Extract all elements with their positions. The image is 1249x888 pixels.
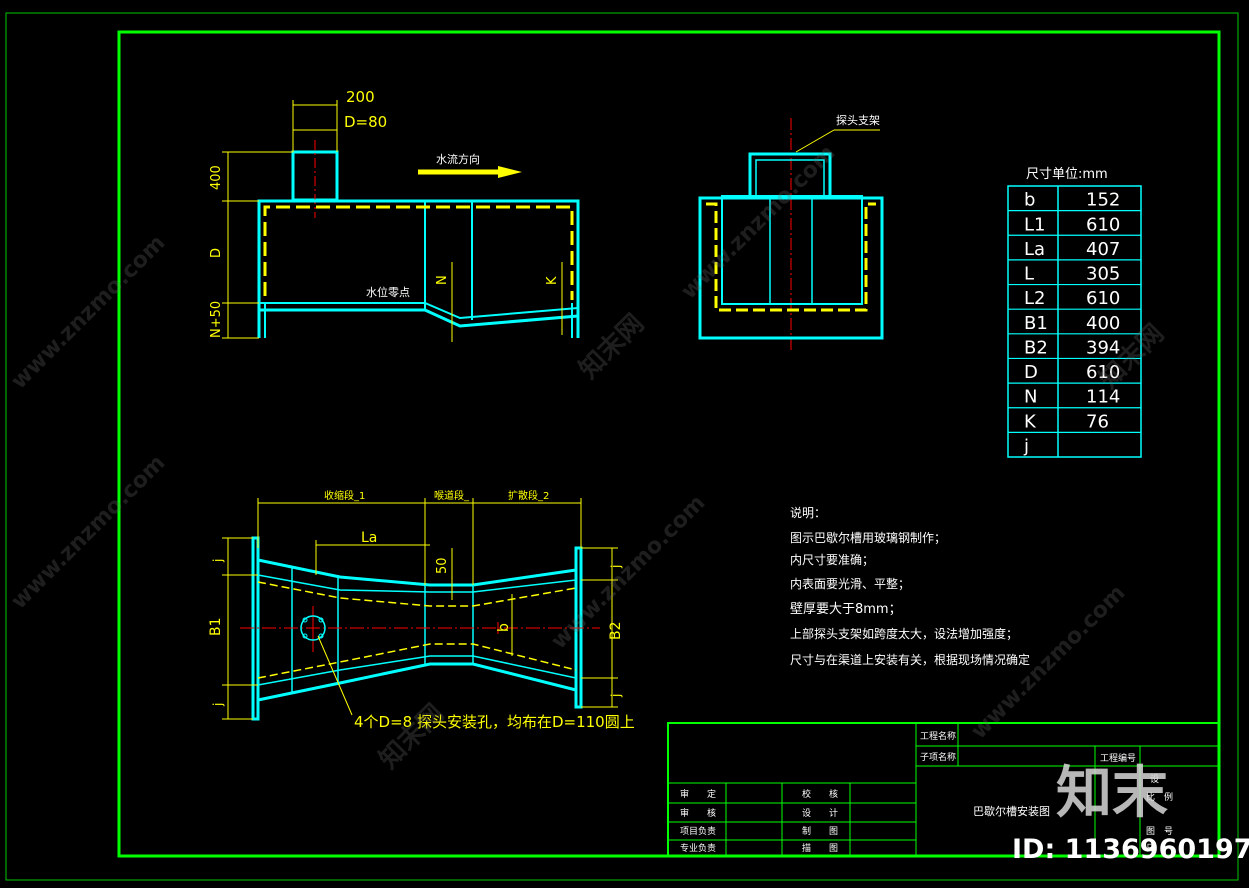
title-right-cell-4: 日	[1146, 843, 1155, 854]
table-param-name: L1	[1024, 214, 1045, 235]
drawing-frame-outer	[5, 12, 1239, 881]
note-line: 内表面要光滑、平整；	[790, 576, 910, 591]
title-right-cell-2: 比 例	[1146, 791, 1173, 803]
note-line: 壁厚要大于8mm；	[790, 602, 902, 617]
plan-view: 收缩段_1 喉道段_ 扩散段_2 La 50 b j B1 j j B2 j 4…	[208, 489, 635, 731]
flow-direction-label: 水流方向	[436, 152, 480, 166]
title-right-cell-3: 图 号	[1146, 826, 1173, 837]
title-block: 工程名称 子项名称 工程编号 巴歇尔槽安装图 审 定 审 核 项目负责 专业负责…	[667, 722, 1220, 857]
watermark-brand: 知末	[1056, 761, 1168, 826]
watermark-id: ID: 1136960197	[1012, 834, 1249, 865]
dim-La: La	[361, 530, 377, 546]
table-param-value: 114	[1086, 387, 1120, 408]
notes-block: 说明： 图示巴歇尔槽用玻璃钢制作； 内尺寸要准确； 内表面要光滑、平整； 壁厚要…	[790, 505, 1030, 667]
label-N: N	[435, 275, 450, 285]
drawing-title: 巴歇尔槽安装图	[973, 804, 1050, 818]
approve-label: 审 定	[680, 788, 716, 800]
hole-note: 4个D=8 探头安装孔，均布在D=110圆上	[354, 713, 635, 731]
note-line: 尺寸与在渠道上安装有关，根据现场情况确定	[790, 652, 1030, 667]
table-param-value: 305	[1086, 264, 1120, 285]
discipline-lead-label: 专业负责	[680, 842, 716, 854]
probe-bracket-label: 探头支架	[836, 114, 880, 127]
table-param-value: 407	[1086, 239, 1120, 260]
project-name-label: 工程名称	[920, 730, 956, 742]
table-param-value: 610	[1086, 362, 1120, 383]
table-unit-header: 尺寸单位:mm	[1026, 167, 1108, 182]
table-param-name: b	[1024, 190, 1035, 211]
dim-B2: B2	[608, 621, 624, 640]
dim-j-right-bottom: j	[609, 694, 623, 698]
dim-expand-section: 扩散段_2	[508, 489, 549, 502]
title-right-cell-1: 设	[1150, 774, 1159, 785]
dim-j-right-top: j	[609, 565, 623, 569]
drawing-label: 描 图	[802, 842, 838, 854]
design-label: 设 计	[802, 807, 838, 819]
dim-b: b	[496, 623, 512, 632]
project-lead-label: 项目负责	[680, 825, 716, 837]
draft-label: 制 图	[802, 825, 838, 837]
note-line: 图示巴歇尔槽用玻璃钢制作；	[790, 530, 946, 545]
table-param-name: La	[1024, 239, 1045, 260]
dim-d80: D=80	[344, 113, 387, 131]
table-param-name: K	[1024, 411, 1037, 432]
table-param-value: 610	[1086, 214, 1120, 235]
dim-200: 200	[346, 88, 375, 106]
proofread-label: 校 核	[802, 788, 838, 800]
dim-n50: N+50	[209, 301, 224, 338]
table-param-value: 152	[1086, 190, 1120, 211]
table-param-value: 400	[1086, 313, 1120, 334]
dim-j-left-bottom: j	[211, 703, 225, 707]
table-param-value: 394	[1086, 337, 1120, 358]
table-param-name: N	[1024, 387, 1037, 408]
dim-B1: B1	[208, 617, 224, 636]
label-K: K	[545, 276, 560, 285]
end-view: 探头支架	[698, 114, 884, 352]
dim-contract-section: 收缩段_1	[324, 489, 365, 502]
table-param-name: j	[1023, 436, 1029, 457]
dim-D: D	[209, 248, 224, 258]
dim-400: 400	[209, 165, 224, 190]
table-param-name: D	[1024, 362, 1038, 383]
table-param-value: 610	[1086, 288, 1120, 309]
table-param-name: B1	[1024, 313, 1048, 334]
note-line: 上部探头支架如跨度太大，设法增加强度；	[790, 626, 1018, 641]
table-param-value: 76	[1086, 411, 1109, 432]
side-view: 水流方向 水位零点 200 D=80 400 D N+50 N K	[209, 88, 580, 342]
note-line: 内尺寸要准确；	[790, 553, 874, 567]
project-no-label: 工程编号	[1100, 752, 1136, 764]
dim-50: 50	[435, 557, 450, 574]
notes-heading: 说明：	[790, 505, 826, 520]
table-param-name: L	[1024, 264, 1034, 285]
dim-j-left-top: j	[211, 559, 225, 563]
check-label: 审 核	[680, 807, 716, 819]
water-zero-label: 水位零点	[366, 285, 410, 299]
subproject-name-label: 子项名称	[920, 751, 956, 763]
dim-throat-section: 喉道段_	[434, 489, 470, 502]
table-param-name: B2	[1024, 337, 1048, 358]
table-param-name: L2	[1024, 288, 1045, 309]
